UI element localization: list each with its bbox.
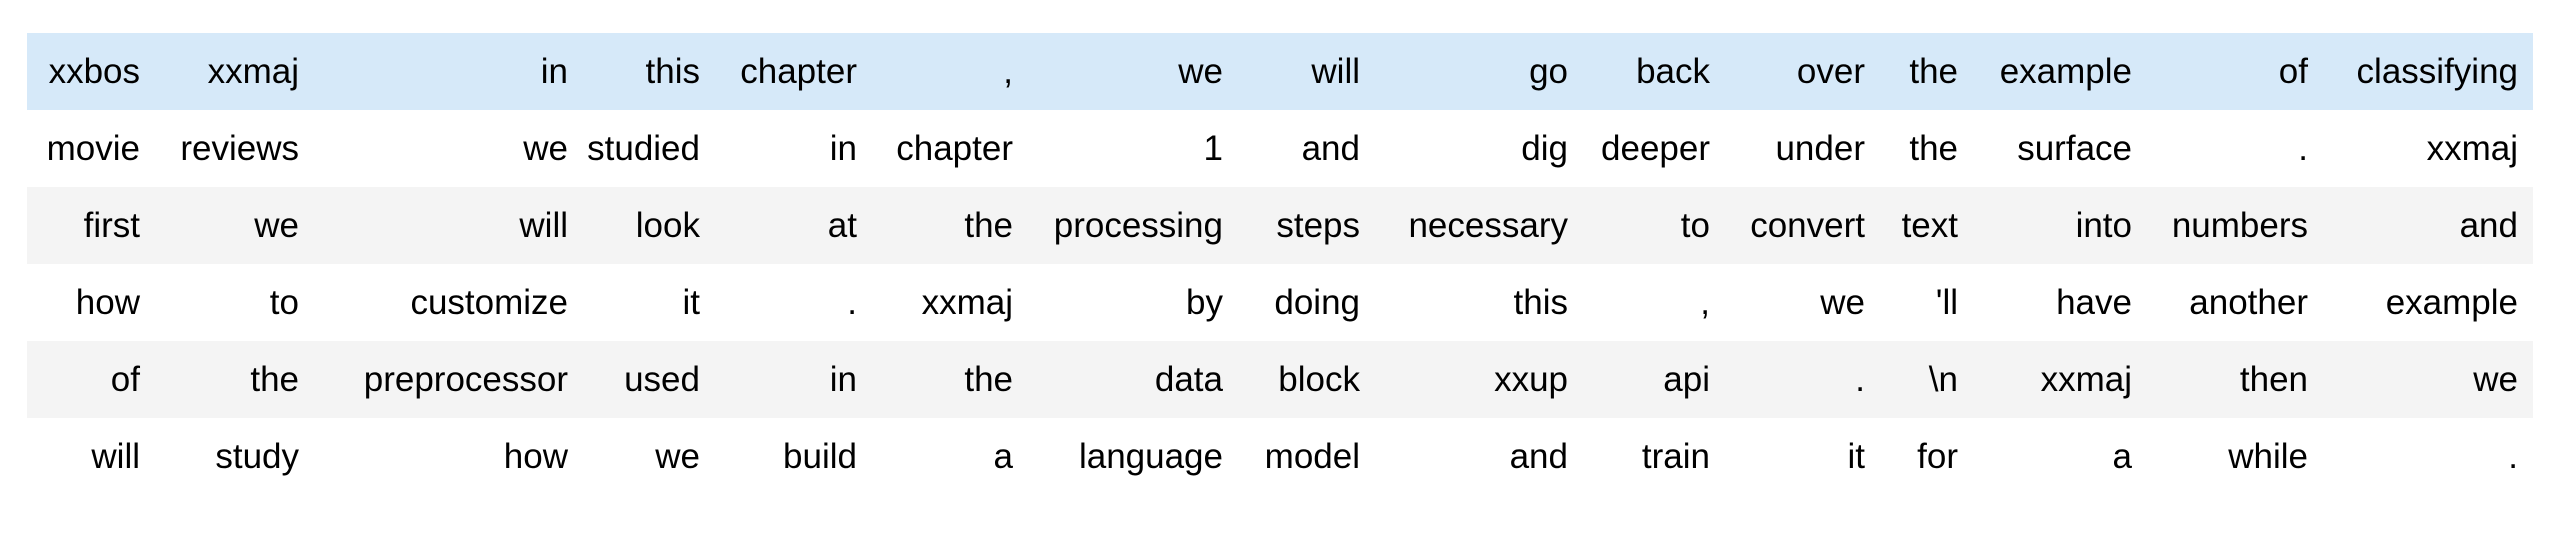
token-cell: xxmaj xyxy=(2323,110,2533,187)
token-cell: model xyxy=(1238,418,1375,495)
token-cell: under xyxy=(1725,110,1880,187)
token-cell: a xyxy=(872,418,1028,495)
token-cell: and xyxy=(2323,187,2533,264)
token-cell: it xyxy=(583,264,715,341)
token-cell: how xyxy=(314,418,583,495)
token-cell: . xyxy=(715,264,872,341)
token-cell: , xyxy=(1583,264,1725,341)
token-cell: surface xyxy=(1973,110,2147,187)
token-cell: xxmaj xyxy=(1973,341,2147,418)
token-cell: doing xyxy=(1238,264,1375,341)
token-cell: a xyxy=(1973,418,2147,495)
token-cell: study xyxy=(155,418,314,495)
token-cell: studied xyxy=(583,110,715,187)
token-cell: xxbos xyxy=(27,33,155,110)
token-cell: we xyxy=(314,110,583,187)
token-cell: will xyxy=(1238,33,1375,110)
token-cell: customize xyxy=(314,264,583,341)
token-cell: movie xyxy=(27,110,155,187)
token-cell: xxmaj xyxy=(155,33,314,110)
token-cell: while xyxy=(2147,418,2323,495)
token-cell: the xyxy=(872,341,1028,418)
token-cell: . xyxy=(2147,110,2323,187)
token-cell: we xyxy=(1725,264,1880,341)
token-cell: this xyxy=(583,33,715,110)
token-cell: text xyxy=(1880,187,1973,264)
token-cell: this xyxy=(1375,264,1583,341)
token-cell: into xyxy=(1973,187,2147,264)
token-cell: go xyxy=(1375,33,1583,110)
token-cell: numbers xyxy=(2147,187,2323,264)
token-cell: look xyxy=(583,187,715,264)
token-cell: \n xyxy=(1880,341,1973,418)
token-cell: of xyxy=(27,341,155,418)
token-cell: . xyxy=(2323,418,2533,495)
token-cell: will xyxy=(27,418,155,495)
token-cell: xxup xyxy=(1375,341,1583,418)
token-cell: of xyxy=(2147,33,2323,110)
token-cell: at xyxy=(715,187,872,264)
token-cell: , xyxy=(872,33,1028,110)
token-cell: convert xyxy=(1725,187,1880,264)
token-cell: 1 xyxy=(1028,110,1238,187)
token-cell: chapter xyxy=(872,110,1028,187)
token-cell: by xyxy=(1028,264,1238,341)
token-cell: deeper xyxy=(1583,110,1725,187)
token-cell: will xyxy=(314,187,583,264)
token-cell: chapter xyxy=(715,33,872,110)
token-cell: for xyxy=(1880,418,1973,495)
token-cell: first xyxy=(27,187,155,264)
token-cell: have xyxy=(1973,264,2147,341)
token-cell: in xyxy=(314,33,583,110)
token-cell: then xyxy=(2147,341,2323,418)
token-cell: to xyxy=(155,264,314,341)
token-cell: we xyxy=(1028,33,1238,110)
token-cell: over xyxy=(1725,33,1880,110)
token-cell: it xyxy=(1725,418,1880,495)
token-cell: and xyxy=(1238,110,1375,187)
token-cell: language xyxy=(1028,418,1238,495)
token-cell: build xyxy=(715,418,872,495)
token-cell: used xyxy=(583,341,715,418)
token-cell: the xyxy=(1880,33,1973,110)
token-cell: we xyxy=(583,418,715,495)
token-cell: we xyxy=(2323,341,2533,418)
token-cell: api xyxy=(1583,341,1725,418)
token-cell: the xyxy=(872,187,1028,264)
token-cell: . xyxy=(1725,341,1880,418)
token-cell: reviews xyxy=(155,110,314,187)
token-cell: back xyxy=(1583,33,1725,110)
token-cell: we xyxy=(155,187,314,264)
token-cell: xxmaj xyxy=(872,264,1028,341)
token-cell: train xyxy=(1583,418,1725,495)
token-cell: example xyxy=(2323,264,2533,341)
token-cell: data xyxy=(1028,341,1238,418)
token-cell: classifying xyxy=(2323,33,2533,110)
token-cell: processing xyxy=(1028,187,1238,264)
token-cell: preprocessor xyxy=(314,341,583,418)
token-cell: block xyxy=(1238,341,1375,418)
token-cell: 'll xyxy=(1880,264,1973,341)
token-cell: example xyxy=(1973,33,2147,110)
token-cell: dig xyxy=(1375,110,1583,187)
token-cell: steps xyxy=(1238,187,1375,264)
token-cell: the xyxy=(155,341,314,418)
token-cell: another xyxy=(2147,264,2323,341)
token-cell: in xyxy=(715,110,872,187)
token-cell: and xyxy=(1375,418,1583,495)
token-cell: necessary xyxy=(1375,187,1583,264)
token-cell: to xyxy=(1583,187,1725,264)
token-cell: the xyxy=(1880,110,1973,187)
token-cell: how xyxy=(27,264,155,341)
token-cell: in xyxy=(715,341,872,418)
